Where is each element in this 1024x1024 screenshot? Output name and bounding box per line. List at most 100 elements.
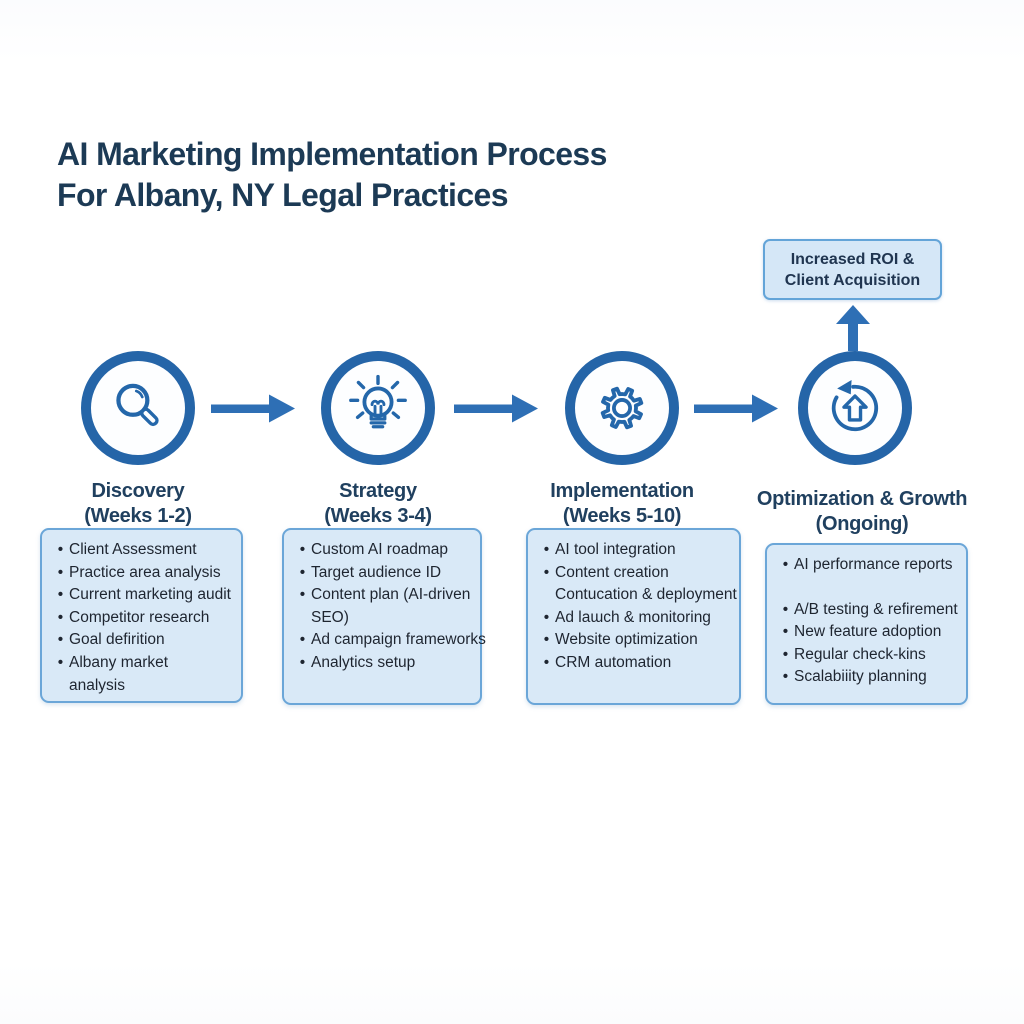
bullet-dot: • [782, 600, 789, 618]
stage-weeks: (Weeks 3-4) [324, 504, 432, 527]
lightbulb-icon [349, 374, 407, 429]
stage-box-discovery: • Client Assessment • Practice area analysi… [40, 528, 243, 703]
stage-weeks: (Weeks 5-10) [562, 504, 682, 527]
list-item: • New feature adoption [777, 621, 964, 644]
list-item: • Ad laɯch & monitoring [538, 607, 737, 630]
bullet-dot: • [782, 668, 789, 686]
list-item-text: Competitor research [69, 608, 210, 626]
up-arrow-icon [836, 305, 870, 351]
bullet-dot: • [299, 631, 306, 649]
stage-weeks: (Weeks 1-2) [84, 504, 192, 527]
list-item: •Target audience ID [294, 562, 478, 585]
list-item-text: Contucation & deployment [555, 586, 737, 604]
bullet-dot: • [57, 563, 64, 581]
list-item: • AI performance reports [777, 554, 964, 577]
stage-box-strategy: •Custom AI roadmap•Target audience ID•Co… [282, 528, 486, 705]
flow-arrow-icon [211, 394, 295, 423]
list-item-text: SEO) [311, 608, 349, 626]
list-item: • AI tool integration [538, 539, 737, 562]
bullet-dot: • [57, 541, 64, 558]
list-item: • CRM automation [538, 652, 737, 675]
list-item: • [777, 577, 964, 599]
bullet-dot: • [299, 563, 306, 581]
list-item-text: Content plan (AI-driven [311, 586, 471, 604]
list-item: • Website optimization [538, 629, 737, 652]
bullet-dot: • [57, 608, 64, 626]
bullet-dot: • [543, 631, 550, 649]
list-item: •Contucation & deployment [538, 584, 737, 607]
list-item: • Client Assessment [52, 539, 239, 562]
magnifier-icon [116, 383, 159, 427]
stage-name: Optimization & Growth [756, 488, 968, 510]
bullet-dot: • [782, 556, 789, 573]
list-item: • Albany market [52, 652, 239, 675]
list-item: • Scalabiiity planning [777, 666, 964, 689]
stage-icon-circle-strategy [321, 351, 435, 465]
bullet-dot: • [782, 645, 789, 663]
list-item-text: Regular check-kins [794, 645, 926, 663]
growth-refresh-icon [831, 379, 879, 432]
bullet-dot: • [57, 586, 64, 604]
stage-label-strategy: Strategy (Weeks 3-4) [263, 479, 493, 528]
list-item-text: Goal defirition [69, 631, 165, 649]
list-item: • Competitor research [52, 607, 239, 630]
list-item-text: Albany market [69, 653, 169, 671]
list-item-text: New feature adoption [794, 623, 942, 641]
list-item-text: Website optimization [555, 631, 698, 649]
list-item-text: CRM automation [555, 653, 672, 671]
bullet-dot: • [543, 541, 550, 558]
bullet-dot: • [543, 608, 550, 626]
bullet-dot: • [543, 563, 550, 581]
list-item-text: Current marketing audit [69, 586, 231, 604]
list-item-text: Custom AI roadmap [311, 541, 448, 558]
list-item: • Custom AI roadmap [294, 539, 478, 562]
bullet-dot: • [543, 653, 550, 671]
list-item-text: Content creation [555, 563, 669, 581]
list-item: • Content plan (AI-driven [294, 584, 478, 607]
bullet-dot: • [57, 631, 64, 649]
stage-box-optimization: •AI performance reports••A/B testing & r… [765, 543, 968, 705]
list-item-text: Ad campaign frameworks [311, 631, 486, 649]
list-item: • Goal defirition [52, 629, 239, 652]
list-item-text: AI tool integration [555, 541, 676, 558]
list-item: •SEO) [294, 607, 478, 630]
list-item: • Regular check-kins [777, 644, 964, 667]
stage-icon-circle-implementation [565, 351, 679, 465]
list-item-text: A/B testing & refirement [794, 600, 958, 618]
list-item: • Content creation [538, 562, 737, 585]
stage-icon-circle-discovery [81, 351, 195, 465]
flow-arrow-icon [454, 394, 538, 423]
stage-weeks: (Ongoing) [815, 512, 909, 535]
page-title: AI Marketing Implementation Process For … [57, 136, 607, 213]
list-item: • Current marketing audit [52, 584, 239, 607]
stage-name: Discovery [91, 480, 185, 502]
outcome-box: Increased ROI & Client Acquisition [763, 239, 942, 300]
outcome-box-label: Increased ROI & Client Acquisition [784, 250, 921, 289]
list-item: •analysis [52, 675, 239, 698]
list-item-text: Analytics setup [311, 653, 416, 671]
flow-arrow-icon [694, 394, 778, 423]
bullet-dot: • [299, 541, 306, 558]
stage-label-implementation: Implementation (Weeks 5-10) [507, 479, 737, 528]
list-item: • Practice area analysis [52, 562, 239, 585]
list-item: • Ad campaign frameworks [294, 629, 486, 652]
bullet-dot: • [782, 623, 789, 641]
bullet-dot: • [299, 586, 306, 604]
list-item-text: Scalabiiity planning [794, 668, 927, 686]
stage-name: Implementation [550, 480, 694, 502]
list-item-text: Practice area analysis [69, 563, 221, 581]
stage-box-implementation: •AI tool integration•Content creation•Co… [526, 528, 741, 705]
gear-icon [600, 386, 644, 430]
list-item-text: Client Assessment [69, 541, 197, 558]
bullet-dot: • [57, 653, 64, 671]
list-item-text: AI performance reports [794, 556, 953, 573]
bullet-dot: • [299, 653, 306, 671]
stage-name: Strategy [339, 480, 417, 502]
stage-icon-circle-optimization [798, 351, 912, 465]
list-item-text: Ad laɯch & monitoring [555, 608, 711, 626]
list-item: • Analytics setup [294, 652, 478, 675]
list-item-text: analysis [69, 676, 125, 694]
stage-label-optimization: Optimization & Growth (Ongoing) [747, 487, 977, 536]
list-item: • A/B testing & refirement [777, 599, 964, 622]
